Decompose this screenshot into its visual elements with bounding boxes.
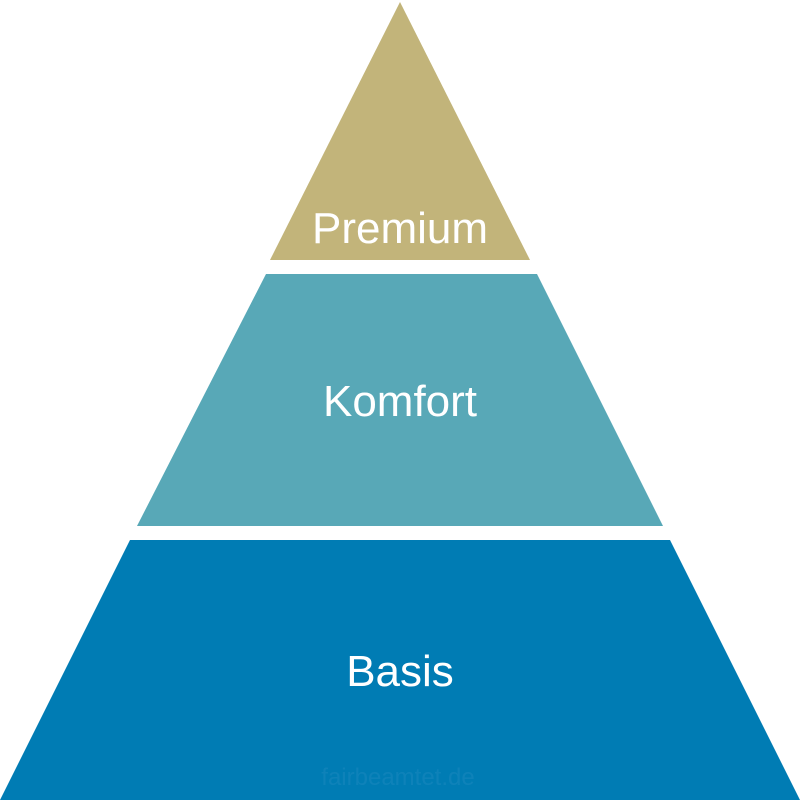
tier-premium-shape <box>270 2 530 260</box>
tier-basis-shape <box>0 540 800 800</box>
tier-komfort-label: Komfort <box>323 377 477 426</box>
tier-basis-label: Basis <box>346 647 454 696</box>
tier-basis: Basis <box>0 540 800 800</box>
watermark-text: fairbeamtet.de <box>321 764 474 791</box>
tier-komfort-shape <box>137 274 663 526</box>
tier-premium: Premium <box>270 2 530 260</box>
tier-premium-label: Premium <box>312 204 488 253</box>
tier-komfort: Komfort <box>137 274 663 526</box>
